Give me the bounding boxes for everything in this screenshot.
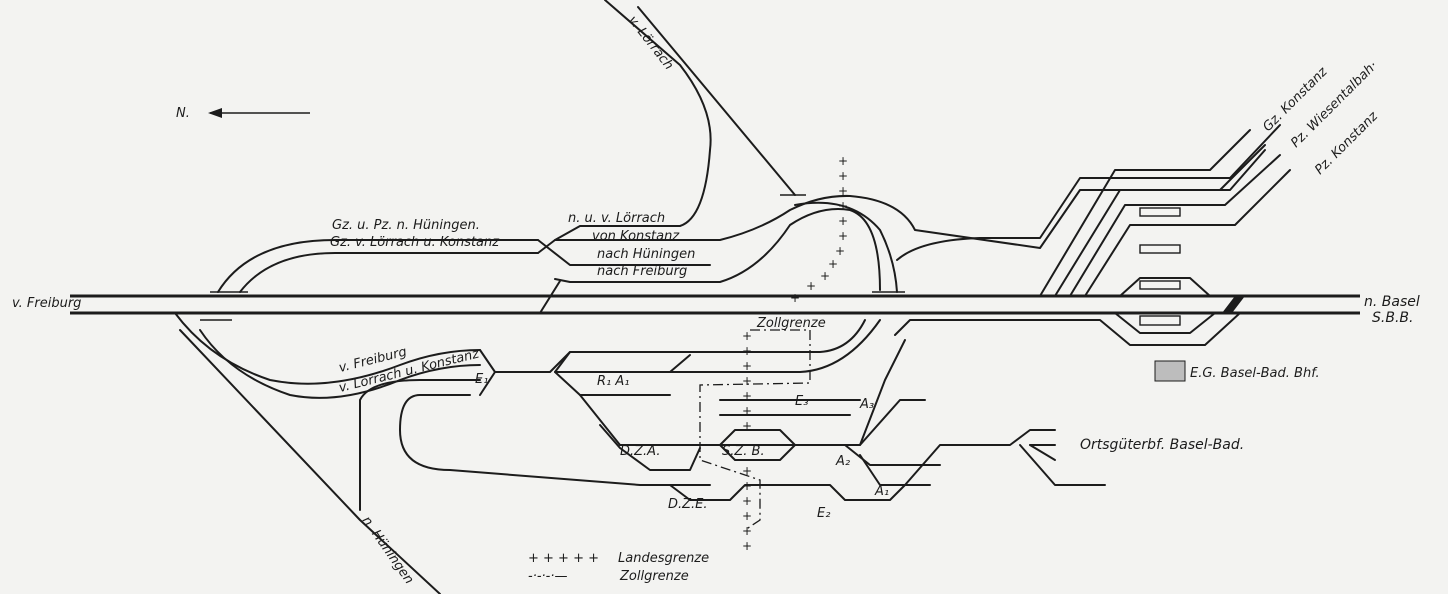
hatched-building-icon xyxy=(1154,360,1186,382)
svg-text:+: + xyxy=(742,494,752,508)
label-eg-basel-bad: E.G. Basel-Bad. Bhf. xyxy=(1190,366,1320,381)
label-v-freiburg: v. Freiburg xyxy=(12,296,81,311)
label-n-u-v-lorrach: n. u. v. Lörrach xyxy=(568,211,665,226)
svg-text:+: + xyxy=(806,279,816,293)
svg-text:+: + xyxy=(820,269,830,283)
label-nach-freiburg: nach Freiburg xyxy=(597,264,687,279)
svg-text:+: + xyxy=(742,404,752,418)
legend: + + + + + Landesgrenze -·-·-·— Zollgrenz… xyxy=(528,551,709,584)
station-tracks xyxy=(894,129,1291,346)
label-n-huningen: n. Hüningen xyxy=(359,514,417,587)
label-von-konstanz: von Konstanz xyxy=(592,229,680,244)
label-r1a1: R₁ A₁ xyxy=(597,374,629,389)
label-e2: E₂ xyxy=(817,506,830,521)
legend-zollgrenze-label: Zollgrenze xyxy=(619,569,689,584)
label-gz-lorrach-konstanz: Gz. v. Lörrach u. Konstanz xyxy=(330,235,500,250)
north-label: N. xyxy=(176,106,190,121)
legend-landesgrenze-label: Landesgrenze xyxy=(618,551,709,566)
label-n-basel: n. Basel xyxy=(1364,294,1420,310)
platform xyxy=(1139,207,1181,217)
svg-text:+: + xyxy=(828,257,838,271)
svg-text:+: + xyxy=(742,344,752,358)
label-dza: D.Z.A. xyxy=(620,444,660,459)
north-loops xyxy=(210,0,1281,314)
svg-text:+: + xyxy=(742,479,752,493)
label-a3: A₃ xyxy=(859,397,874,412)
label-a2: A₂ xyxy=(835,454,850,469)
platform xyxy=(1139,244,1181,254)
building-legend xyxy=(1154,360,1186,382)
north-arrow: N. xyxy=(176,106,310,121)
svg-text:+: + xyxy=(742,389,752,403)
svg-text:+: + xyxy=(742,374,752,388)
north-arrow-icon xyxy=(208,108,222,118)
svg-text:+: + xyxy=(838,169,848,183)
label-e3: E₃ xyxy=(795,394,808,409)
svg-text:+: + xyxy=(835,244,845,258)
south-yard xyxy=(174,312,1106,594)
label-gz-pz-huningen: Gz. u. Pz. n. Hüningen. xyxy=(332,218,480,233)
landesgrenze-line: +++ +++ +++ ++ +++ +++ +++ +++ + xyxy=(742,154,848,553)
svg-text:+: + xyxy=(742,524,752,538)
label-nach-huningen: nach Hüningen xyxy=(597,247,695,262)
label-sbb: S.B.B. xyxy=(1372,310,1413,326)
svg-text:+: + xyxy=(742,419,752,433)
svg-text:+: + xyxy=(742,464,752,478)
main-lines xyxy=(70,294,1360,315)
svg-text:+: + xyxy=(742,539,752,553)
label-e1: E₁ xyxy=(475,372,488,387)
svg-text:+: + xyxy=(790,291,800,305)
label-zollgrenze-top: Zollgrenze xyxy=(756,316,826,331)
svg-text:+: + xyxy=(838,199,848,213)
svg-text:+: + xyxy=(838,229,848,243)
label-a1: A₁ xyxy=(874,484,889,499)
platform xyxy=(1139,315,1181,326)
svg-text:+: + xyxy=(838,154,848,168)
zollgrenze-line xyxy=(699,329,811,531)
svg-text:+: + xyxy=(742,329,752,343)
legend-zollgrenze-symbol: -·-·-·— xyxy=(528,569,567,584)
legend-landesgrenze-symbol: + + + + + xyxy=(528,551,599,566)
platform xyxy=(1139,280,1181,290)
svg-text:+: + xyxy=(742,359,752,373)
label-pz-wiesentalbahn: Pz. Wiesentalbah· xyxy=(1288,58,1380,150)
label-ortsguterbf: Ortsgüterbf. Basel-Bad. xyxy=(1080,437,1244,453)
svg-text:+: + xyxy=(838,184,848,198)
label-dze: D.Z.E. xyxy=(668,497,708,512)
svg-text:+: + xyxy=(742,509,752,523)
svg-text:+: + xyxy=(838,214,848,228)
label-szb: S.Z. B. xyxy=(722,444,765,459)
